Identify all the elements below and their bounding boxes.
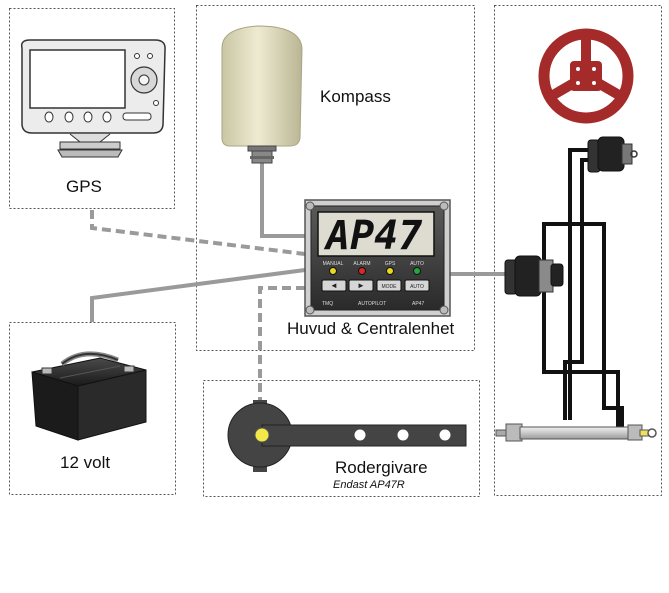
indicator-light-manual <box>329 267 337 275</box>
gps-box <box>9 8 175 209</box>
brand-text: TMQ <box>322 301 333 307</box>
panel-button-label: ◄ <box>330 281 338 290</box>
gps-cable <box>90 210 306 256</box>
autopilot-pump <box>504 255 564 297</box>
panel-button-label: AUTO <box>410 284 424 290</box>
hydraulic-cylinder <box>495 423 657 442</box>
panel-button-2[interactable]: MODE <box>376 279 402 292</box>
steering-box <box>494 5 662 496</box>
main-unit-box <box>196 5 475 351</box>
steering-wheel <box>538 28 634 124</box>
gps-screen <box>29 49 126 109</box>
panel-button-0[interactable]: ◄ <box>321 279 347 292</box>
panel-text: AUTOPILOT <box>358 301 386 307</box>
lcd-readout: AP47 <box>323 213 422 259</box>
indicator-light-auto <box>413 267 421 275</box>
battery <box>31 351 147 441</box>
panel-button-3[interactable]: AUTO <box>404 279 430 292</box>
compass-sensor <box>221 25 303 164</box>
indicator-label-alarm: ALARM <box>353 261 370 267</box>
cables <box>90 162 512 405</box>
panel-button-label: MODE <box>382 284 398 290</box>
compass-cable <box>260 162 305 238</box>
compass-label: Kompass <box>320 87 391 106</box>
indicator-label-manual: MANUAL <box>323 261 344 267</box>
power-cable <box>90 268 306 322</box>
indicator-light-alarm <box>358 267 366 275</box>
panel-button-1[interactable]: ► <box>348 279 374 292</box>
gps-label: GPS <box>66 177 102 196</box>
indicator-label-auto: AUTO <box>410 261 424 267</box>
autopilot-unit: AP47 <box>304 199 451 317</box>
control-buttons: ◄ ► MODE AUTO <box>321 279 430 292</box>
indicator-label-gps: GPS <box>385 261 396 267</box>
helm-pump <box>587 136 638 173</box>
rudder-sensor <box>227 400 467 472</box>
gps-keys <box>44 111 152 123</box>
rudder-sensor-cable <box>258 286 305 405</box>
battery-label: 12 volt <box>60 453 110 472</box>
battery-box <box>9 322 176 495</box>
main-unit-label: Huvud & Centralenhet <box>287 319 455 338</box>
rudder-sensor-note: Endast AP47R <box>333 479 405 491</box>
indicator-row: MANUAL ALARM GPS AUTO <box>323 261 424 275</box>
indicator-light-gps <box>386 267 394 275</box>
lcd-display <box>317 211 435 257</box>
panel-button-label: ► <box>357 281 365 290</box>
rudder-sensor-label: Rodergivare <box>335 458 428 477</box>
model-text: AP47 <box>412 301 424 307</box>
rudder-sensor-box <box>203 380 480 497</box>
gps-plotter <box>20 39 166 158</box>
